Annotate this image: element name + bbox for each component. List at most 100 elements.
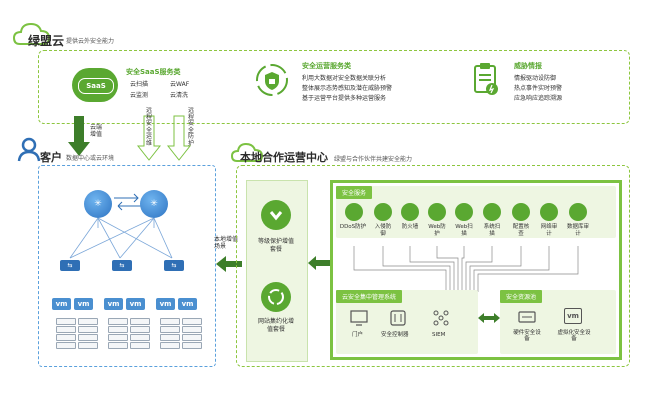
mgmt-tag: 云安全集中管理系统: [336, 290, 403, 303]
saas-item: 云监测: [130, 92, 149, 99]
server-unit: [160, 334, 180, 341]
server-unit: [182, 342, 202, 349]
mgmt-item-label: 安全控制器: [381, 332, 409, 338]
vm-icon: vm: [52, 298, 71, 310]
ips-icon: [374, 203, 392, 221]
ops-title: 安全运营服务类: [302, 62, 351, 70]
cloud-title: 绿盟云: [28, 34, 65, 48]
core-router-icon: ✳: [84, 190, 112, 218]
portal-icon: [350, 310, 368, 326]
cloud-logo-icon: [12, 22, 51, 45]
config-check-icon: [512, 203, 530, 221]
customer-title: 客户: [40, 151, 62, 164]
server-unit: [108, 318, 128, 325]
local-title: 本地合作运营中心: [240, 151, 328, 164]
server-unit: [130, 326, 150, 333]
service-label: 系统扫描: [483, 224, 501, 237]
server-unit: [56, 334, 76, 341]
vm-icon: vm: [178, 298, 197, 310]
scene-label: 等级保护增值套餐: [257, 238, 294, 253]
saas-badge: SaaS: [78, 78, 114, 94]
core-router-icon: ✳: [140, 190, 168, 218]
security-ops-icon: [256, 64, 288, 96]
server-unit: [160, 326, 180, 333]
remote-ops-label: 远程安全运维: [146, 107, 153, 147]
local-scene-label: 本地增值场景: [214, 236, 239, 251]
services-to-scenes-arrow: [308, 256, 330, 270]
server-unit: [160, 318, 180, 325]
system-scan-icon: [483, 203, 501, 221]
server-unit: [78, 342, 98, 349]
access-switch-icon: ⇆: [112, 260, 132, 271]
ops-line: 基于运营平台提供多种运营服务: [302, 95, 387, 102]
access-switch-icon: ⇆: [60, 260, 80, 271]
vm-icon: vm: [156, 298, 175, 310]
siem-icon: [433, 310, 449, 326]
server-unit: [56, 342, 76, 349]
service-label: 网络审计: [540, 224, 558, 237]
local-to-customer-arrow: [216, 256, 242, 272]
web-scan-icon: [455, 203, 473, 221]
mgmt-item-label: 门户: [352, 332, 364, 338]
mgmt-item-label: SIEM: [432, 332, 446, 338]
remote-protect-label: 远程安全防护: [188, 107, 195, 147]
saas-item: 云清洗: [170, 92, 189, 99]
server-unit: [130, 342, 150, 349]
cloud-traffic-label: 云端增值: [90, 124, 103, 139]
chevron-down-icon: [261, 200, 291, 230]
waf-icon: [428, 203, 446, 221]
local-cloud-icon: [230, 142, 264, 162]
scene-label: 网站集约化增值套餐: [257, 318, 294, 333]
intel-title: 威胁情报: [514, 62, 542, 70]
security-services-tag: 安全服务: [336, 186, 373, 199]
local-subtitle: 绿盟与合作伙伴共建安全能力: [334, 156, 413, 163]
intel-line: 应急响应追踪溯源: [514, 95, 563, 102]
service-label: 入侵防御: [374, 224, 392, 237]
service-label: Web扫描: [455, 224, 473, 237]
saas-item: 云WAF: [170, 81, 190, 88]
hardware-device-icon: [518, 311, 536, 323]
ops-line: 整体展示态势感知及潜在威胁预警: [302, 85, 393, 92]
service-connector-lines: [353, 246, 579, 292]
scene-reload-icon: [261, 282, 291, 312]
saas-cloud-icon: [72, 68, 118, 102]
server-unit: [130, 334, 150, 341]
server-unit: [78, 334, 98, 341]
vm-icon: vm: [104, 298, 123, 310]
service-label: 防火墙: [401, 224, 419, 230]
saas-item: 云扫描: [130, 81, 149, 88]
server-unit: [182, 334, 202, 341]
server-unit: [78, 318, 98, 325]
saas-badge-text: SaaS: [86, 82, 106, 90]
server-unit: [108, 326, 128, 333]
server-unit: [130, 318, 150, 325]
vm-icon: vm: [74, 298, 93, 310]
security-controller-icon: [390, 310, 406, 326]
network-audit-icon: [540, 203, 558, 221]
resource-pool-tag: 安全资源池: [500, 290, 543, 303]
server-unit: [160, 342, 180, 349]
ops-line: 利用大数据对安全数据关联分析: [302, 75, 387, 82]
customer-subtitle: 数据中心或云环境: [66, 155, 115, 162]
services-frame: [330, 180, 622, 360]
cloud-region: [38, 50, 630, 124]
bidirectional-arrow-icon: [478, 313, 500, 323]
server-unit: [108, 334, 128, 341]
service-label: Web防护: [428, 224, 446, 237]
access-switch-icon: ⇆: [164, 260, 184, 271]
service-label: 配置核查: [512, 224, 530, 237]
cloud-subtitle: 提供云外安全能力: [66, 38, 115, 45]
server-unit: [182, 318, 202, 325]
firewall-icon: [401, 203, 419, 221]
threat-intel-icon: [474, 63, 498, 95]
intel-line: 热点事件实时预警: [514, 85, 563, 92]
pool-item-label: 虚拟化安全设备: [557, 330, 591, 343]
server-unit: [108, 342, 128, 349]
service-label: DDoS防护: [339, 224, 367, 230]
vm-icon: vm: [126, 298, 145, 310]
virtual-device-icon: vm: [564, 308, 582, 324]
cloud-arrows: [68, 115, 192, 161]
local-center-region: [236, 165, 630, 367]
server-unit: [78, 326, 98, 333]
ddos-icon: [345, 203, 363, 221]
